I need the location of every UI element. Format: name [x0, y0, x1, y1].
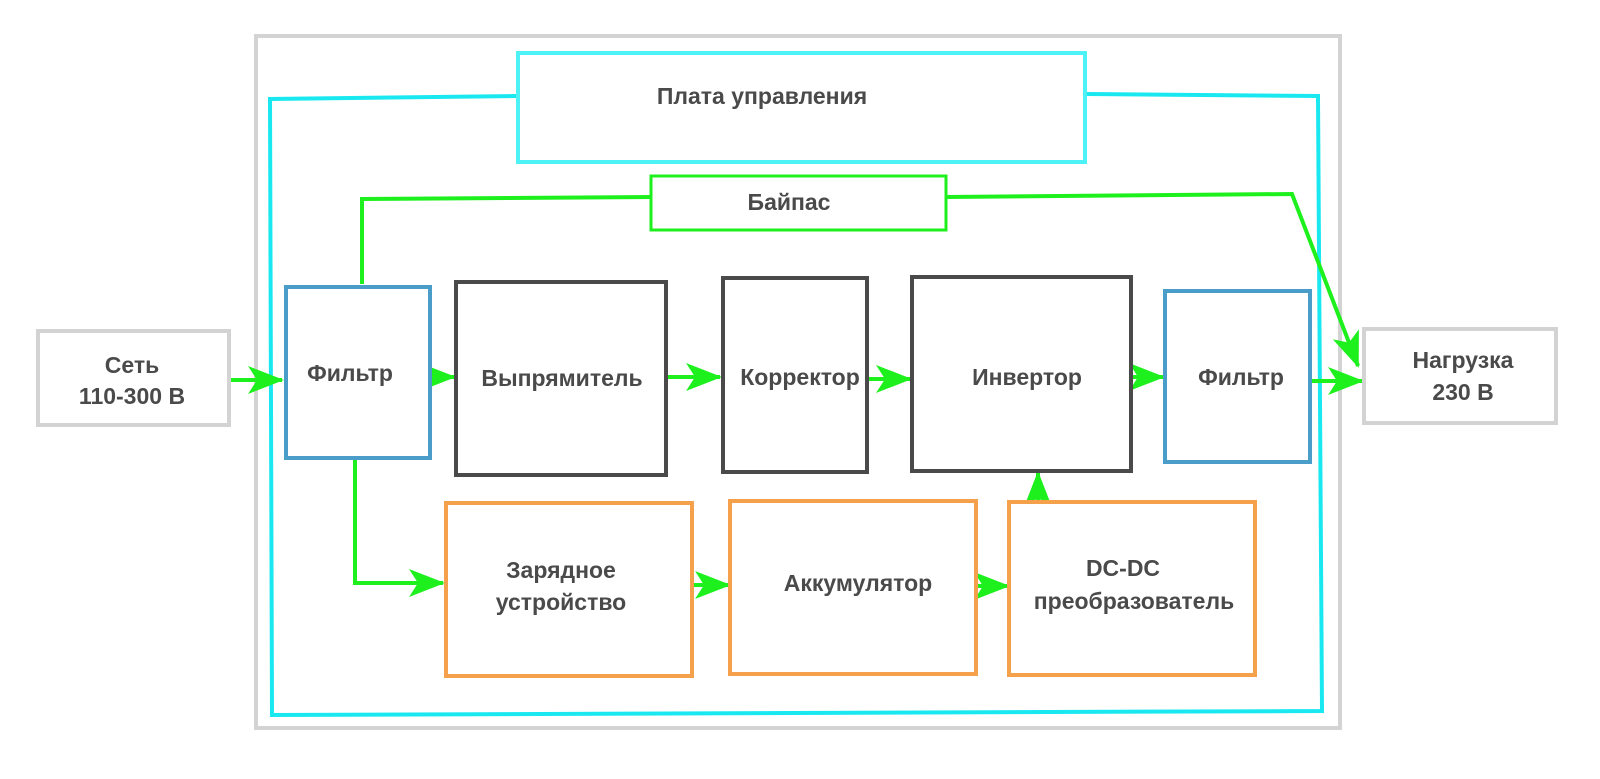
- source-label-line1: Сеть: [105, 352, 160, 378]
- battery-block: Аккумулятор: [728, 499, 978, 676]
- inverter-block: Инвертор: [910, 275, 1133, 473]
- dcdc-label-line1: DC-DC: [1086, 555, 1160, 581]
- arrow-filter-to-charger: [353, 456, 445, 597]
- input-filter-label: Фильтр: [307, 360, 393, 386]
- source-label-line2: 110-300 В: [79, 383, 185, 409]
- control-board-block: Плата управления: [516, 51, 1087, 164]
- corrector-block: Корректор: [721, 276, 869, 474]
- control-board-label: Плата управления: [657, 83, 867, 109]
- battery-label: Аккумулятор: [784, 570, 932, 596]
- bypass-block: Байпас: [649, 174, 948, 232]
- dcdc-label-line2: преобразователь: [1034, 588, 1234, 614]
- charger-label-line1: Зарядное: [506, 557, 616, 583]
- load-label-line2: 230 В: [1432, 379, 1493, 405]
- output-filter-block: Фильтр: [1163, 289, 1312, 464]
- charger-block: Зарядное устройство: [444, 501, 694, 678]
- output-filter-label: Фильтр: [1198, 364, 1284, 390]
- control-bus-line: [267, 92, 1325, 718]
- source-block: Сеть 110-300 В: [36, 329, 231, 427]
- charger-label-line2: устройство: [496, 589, 626, 615]
- rectifier-label: Выпрямитель: [481, 365, 642, 391]
- bypass-label: Байпас: [748, 189, 831, 215]
- dcdc-converter-block: DC-DC преобразователь: [1007, 500, 1257, 677]
- rectifier-block: Выпрямитель: [454, 280, 668, 477]
- load-block: Нагрузка 230 В: [1362, 327, 1558, 425]
- bypass-line: [360, 191, 1358, 366]
- load-label-line1: Нагрузка: [1413, 347, 1514, 373]
- corrector-label: Корректор: [740, 364, 860, 390]
- input-filter-block: Фильтр: [284, 285, 432, 460]
- inverter-label: Инвертор: [972, 364, 1082, 390]
